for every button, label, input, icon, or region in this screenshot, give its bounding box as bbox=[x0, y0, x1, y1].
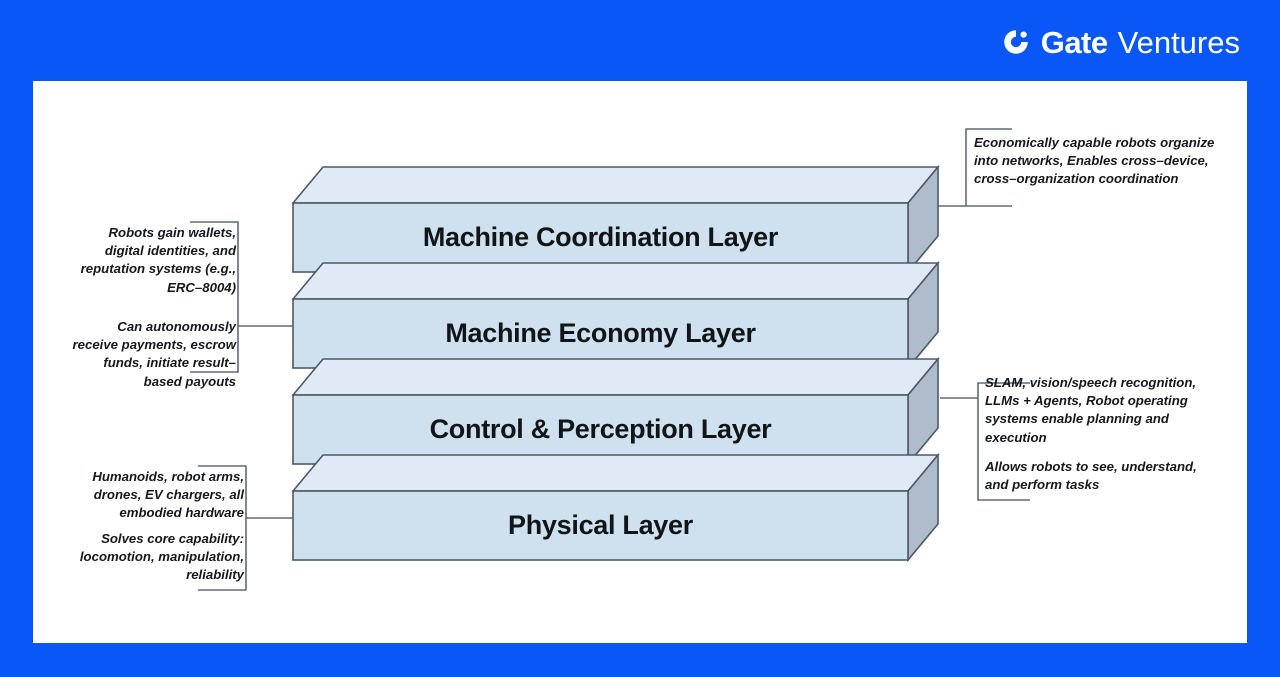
layer-block-machine-economy[interactable]: Machine Economy Layer bbox=[291, 260, 940, 371]
brand-subname: Ventures bbox=[1117, 24, 1240, 60]
annotation-economy-left-primary: Robots gain wallets, digital identities,… bbox=[80, 225, 236, 295]
layer-block-physical[interactable]: Physical Layer bbox=[291, 452, 940, 563]
gate-circular-logo-icon bbox=[1001, 27, 1031, 57]
layer-block-control-perception[interactable]: Control & Perception Layer bbox=[291, 356, 940, 467]
brand-name: Gate bbox=[1040, 24, 1108, 60]
annotation-physical-left-secondary: Solves core capability: locomotion, mani… bbox=[79, 531, 244, 583]
annotation-physical-left-primary: Humanoids, robot arms, drones, EV charge… bbox=[92, 469, 244, 521]
annotation-economy-left-secondary: Can autonomously receive payments, escro… bbox=[72, 319, 236, 389]
brand-logo: Gate Ventures bbox=[1001, 20, 1240, 64]
annotation-control-right-secondary: Allows robots to see, understand, and pe… bbox=[985, 459, 1197, 493]
annotation-control-right-primary: SLAM, vision/speech recognition, LLMs + … bbox=[985, 375, 1197, 445]
annotation-coordination-right: Economically capable robots organize int… bbox=[974, 135, 1215, 187]
layer-block-machine-coordination[interactable]: Machine Coordination Layer bbox=[291, 164, 940, 275]
